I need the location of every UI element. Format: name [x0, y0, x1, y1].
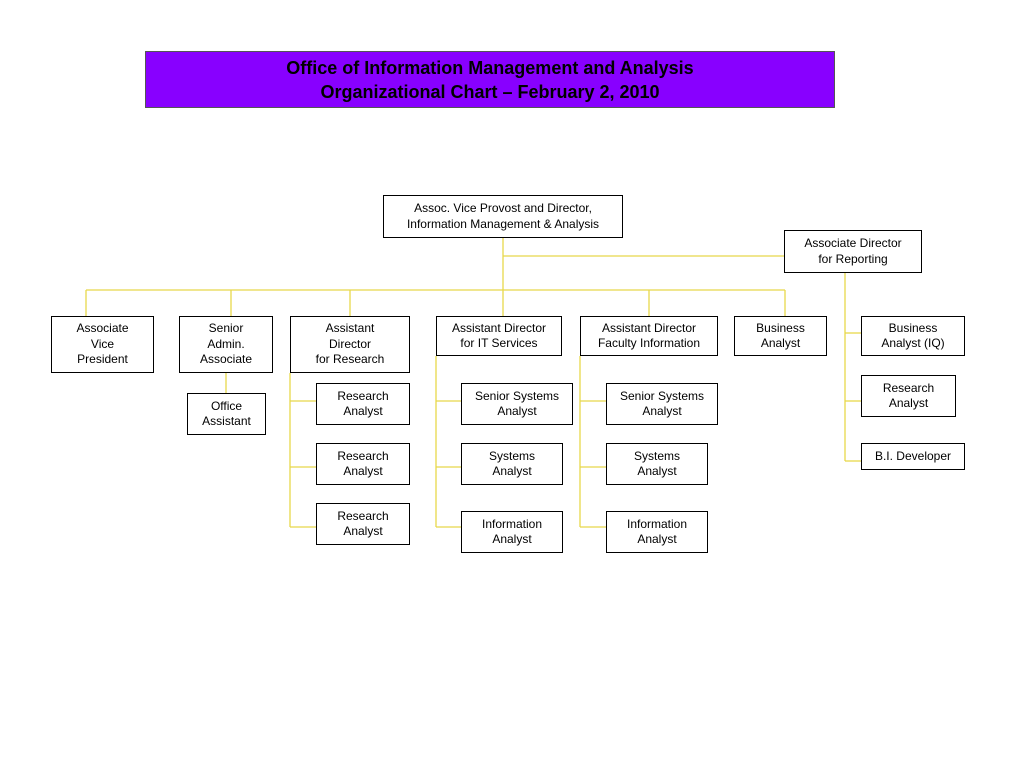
business-analyst-label: Business Analyst — [756, 320, 805, 351]
chart-subtitle: Organizational Chart – February 2, 2010 — [320, 81, 660, 102]
it-information-analyst-label: Information Analyst — [481, 516, 543, 547]
research-analyst-label: Research Analyst — [337, 448, 389, 479]
asst-dir-it-label: Assistant Director for IT Services — [451, 320, 547, 351]
it-systems-analyst-box: Systems Analyst — [461, 443, 563, 485]
office-assistant-box: Office Assistant — [187, 393, 266, 435]
it-senior-systems-analyst-box: Senior Systems Analyst — [461, 383, 573, 425]
director-box: Assoc. Vice Provost and Director, Inform… — [383, 195, 623, 238]
title-banner: Office of Information Management and Ana… — [145, 51, 835, 108]
business-analyst-iq-label: Business Analyst (IQ) — [881, 320, 945, 351]
fac-information-analyst-label: Information Analyst — [626, 516, 688, 547]
research-analyst-label: Research Analyst — [337, 388, 389, 419]
senior-admin-label: Senior Admin. Associate — [199, 321, 253, 367]
asst-dir-it-box: Assistant Director for IT Services — [436, 316, 562, 356]
business-analyst-box: Business Analyst — [734, 316, 827, 356]
it-systems-analyst-label: Systems Analyst — [488, 448, 535, 479]
chart-title: Office of Information Management and Ana… — [286, 57, 694, 78]
research-analyst-box: Research Analyst — [316, 383, 410, 425]
bi-developer-label: B.I. Developer — [874, 448, 952, 463]
business-analyst-iq-box: Business Analyst (IQ) — [861, 316, 965, 356]
research-analyst-box: Research Analyst — [316, 503, 410, 545]
it-senior-systems-analyst-label: Senior Systems Analyst — [474, 388, 560, 419]
assoc-director-reporting-label: Associate Director for Reporting — [804, 236, 902, 266]
asst-dir-faculty-label: Assistant Director Faculty Information — [597, 320, 701, 351]
research-analyst-label: Research Analyst — [337, 508, 389, 539]
fac-information-analyst-box: Information Analyst — [606, 511, 708, 553]
fac-systems-analyst-box: Systems Analyst — [606, 443, 708, 485]
director-label: Assoc. Vice Provost and Director, Inform… — [406, 201, 600, 231]
associate-vp-label: Associate Vice President — [76, 321, 129, 367]
fac-senior-systems-analyst-label: Senior Systems Analyst — [619, 388, 705, 419]
senior-admin-box: Senior Admin. Associate — [179, 316, 273, 373]
assoc-director-reporting-box: Associate Director for Reporting — [784, 230, 922, 273]
asst-dir-research-box: Assistant Director for Research — [290, 316, 410, 373]
research-analyst-box: Research Analyst — [316, 443, 410, 485]
reporting-research-analyst-box: Research Analyst — [861, 375, 956, 417]
reporting-research-analyst-label: Research Analyst — [882, 380, 935, 411]
asst-dir-faculty-box: Assistant Director Faculty Information — [580, 316, 718, 356]
fac-senior-systems-analyst-box: Senior Systems Analyst — [606, 383, 718, 425]
associate-vp-box: Associate Vice President — [51, 316, 154, 373]
fac-systems-analyst-label: Systems Analyst — [633, 448, 680, 479]
asst-dir-research-label: Assistant Director for Research — [315, 321, 385, 367]
it-information-analyst-box: Information Analyst — [461, 511, 563, 553]
bi-developer-box: B.I. Developer — [861, 443, 965, 470]
office-assistant-label: Office Assistant — [202, 398, 251, 429]
